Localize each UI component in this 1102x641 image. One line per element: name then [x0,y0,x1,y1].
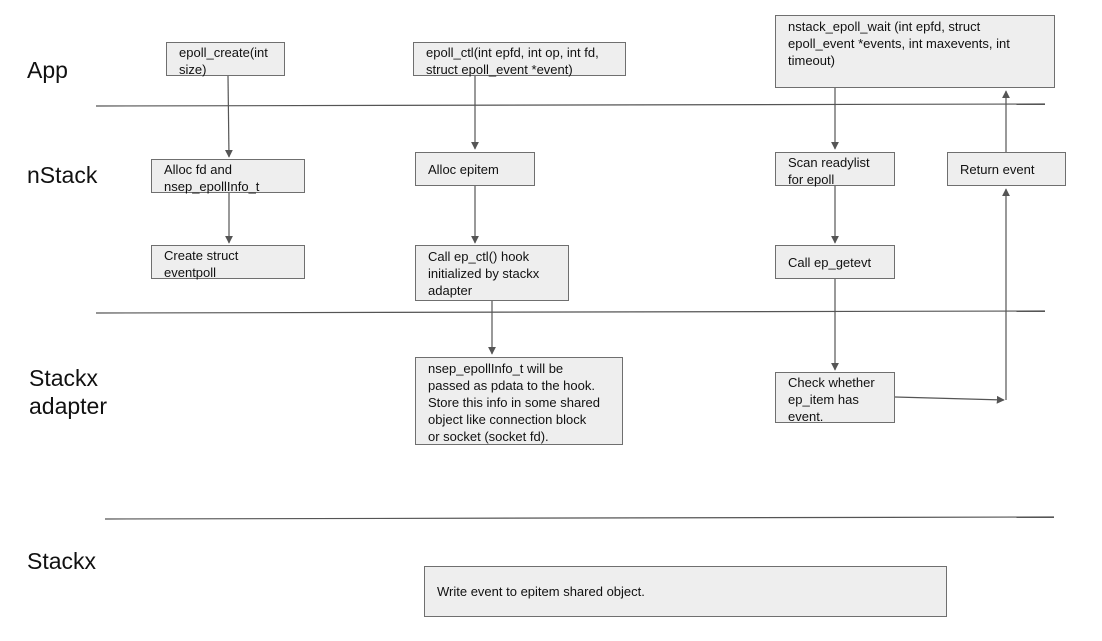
layer-label-stackx: Stackx [27,548,97,574]
arrow-epoll-create-to-alloc-fd [224,75,233,158]
divider-nstack-adapter [95,310,1046,314]
box-nstack-epoll-wait: nstack_epoll_wait (int epfd, struct epol… [775,15,1055,88]
box-call-ep-getevt: Call ep_getevt [775,245,895,279]
layer-label-app: App [27,57,68,83]
box-create-eventpoll: Create struct eventpoll [151,245,305,280]
box-alloc-epitem: Alloc epitem [415,152,535,186]
box-check-event: Check whether ep_item has event. [775,372,895,424]
box-scan-readylist: Scan readylist for epoll [775,152,895,187]
box-call-ep-ctl: Call ep_ctl() hook initialized by stackx… [415,245,569,301]
layer-label-stackx-adapter: Stackx adapter [29,365,108,419]
box-return-event: Return event [947,152,1066,186]
box-epoll-create: epoll_create(int size) [166,42,285,77]
box-pass-pdata: nsep_epollInfo_t will be passed as pdata… [415,357,623,445]
box-write-event: Write event to epitem shared object. [424,566,947,617]
box-alloc-fd: Alloc fd and nsep_epollInfo_t [151,159,305,194]
layer-label-nstack: nStack [27,162,98,188]
box-epoll-ctl: epoll_ctl(int epfd, int op, int fd, stru… [413,42,626,77]
arrow-check-event-to-junction [894,395,1005,404]
divider-adapter-stackx [104,516,1055,520]
divider-app-nstack [95,103,1046,107]
